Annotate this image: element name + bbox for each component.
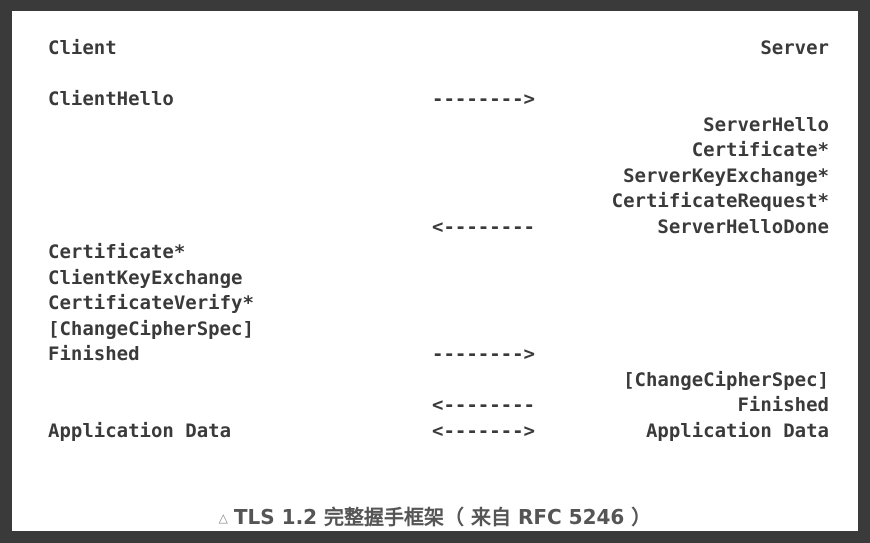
server-finished: Finished (737, 394, 829, 416)
caption-text: TLS 1.2 完整握手框架（ 来自 RFC 5246 ） (233, 505, 652, 529)
arrow-left: <-------- (432, 216, 535, 238)
certificate-request: CertificateRequest* (611, 190, 829, 212)
triangle-icon: △ (218, 511, 228, 525)
server-key-exchange: ServerKeyExchange* (623, 165, 829, 187)
arrow-bidirectional: <-------> (432, 420, 535, 442)
figure-caption: △ TLS 1.2 完整握手框架（ 来自 RFC 5246 ） (12, 501, 858, 530)
client-header: Client (48, 37, 117, 59)
client-key-exchange: ClientKeyExchange (48, 267, 243, 289)
server-certificate: Certificate* (691, 139, 829, 161)
server-header: Server (760, 37, 829, 59)
client-certificate: Certificate* (48, 241, 186, 263)
server-hello: ServerHello (703, 114, 829, 136)
server-hello-done: ServerHelloDone (657, 216, 829, 238)
client-finished: Finished (48, 343, 140, 365)
arrow-left: <-------- (432, 394, 535, 416)
client-change-cipher-spec: [ChangeCipherSpec] (48, 318, 254, 340)
diagram-frame: Client Server ClientHello --------> Serv… (12, 11, 858, 531)
server-change-cipher-spec: [ChangeCipherSpec] (623, 369, 829, 391)
arrow-right: --------> (432, 88, 535, 110)
arrow-right: --------> (432, 343, 535, 365)
certificate-verify: CertificateVerify* (48, 292, 254, 314)
client-hello: ClientHello (48, 88, 174, 110)
server-application-data: Application Data (645, 420, 829, 442)
client-application-data: Application Data (48, 420, 232, 442)
